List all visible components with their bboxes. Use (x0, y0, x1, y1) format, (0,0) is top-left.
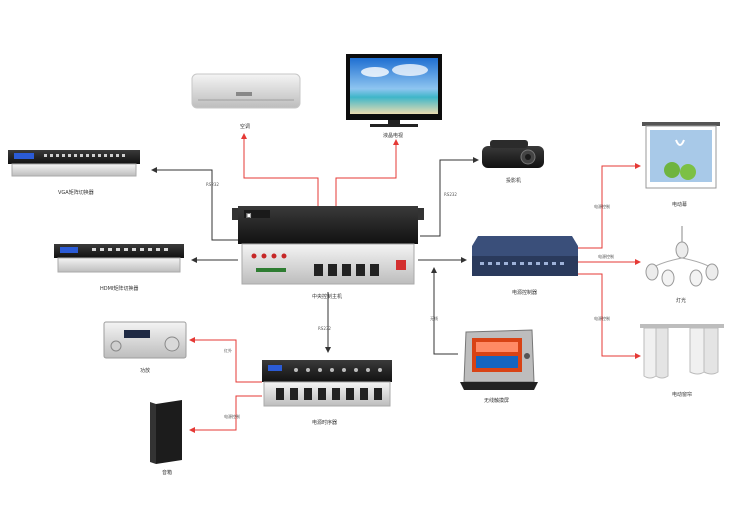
central-controller-device: ▣ 中央控制主机 (232, 206, 424, 300)
link-ac (241, 133, 319, 206)
touch-panel-device: 无线触摸屏 (460, 329, 538, 404)
touch-panel-label: 无线触摸屏 (484, 397, 509, 404)
link-screen (578, 163, 641, 249)
tv-label: 液晶电视 (383, 132, 403, 139)
amplifier-label: 功放 (140, 367, 150, 374)
screen-device: 电动幕 (642, 122, 720, 208)
label-relay-a: 电源控制 (224, 413, 240, 419)
matrix-hdmi-device: HDMI矩阵切换器 (54, 244, 184, 292)
matrix-top-label: VGA矩阵切换器 (58, 189, 94, 196)
curtain-device: 电动窗帘 (640, 324, 724, 398)
link-curtain (578, 273, 641, 359)
label-rs232-a: RS232 (206, 182, 219, 187)
power-controller-device: 电源控制器 (472, 236, 578, 296)
label-rs232-c: RS232 (318, 326, 331, 331)
link-labels: RS232 RS232 RS232 无线 红外 电源控制 电源控制 电源控制 电… (206, 182, 614, 419)
power-sequencer-label: 电源时序器 (312, 419, 337, 426)
tv-device: 液晶电视 (346, 54, 442, 139)
label-relay-b: 电源控制 (594, 203, 610, 209)
svg-text:▣: ▣ (246, 212, 252, 219)
power-sequencer-device: 电源时序器 (262, 360, 392, 426)
matrix-hdmi-label: HDMI矩阵切换器 (100, 285, 138, 292)
speaker-device: 音箱 (150, 400, 182, 476)
link-matrix-top (151, 167, 238, 241)
link-projector (420, 157, 479, 237)
light-label: 灯光 (676, 297, 686, 304)
air-conditioner-label: 空调 (240, 123, 250, 130)
label-wireless: 无线 (430, 315, 438, 321)
curtain-label: 电动窗帘 (672, 391, 692, 398)
link-touch-panel (431, 267, 458, 355)
screen-label: 电动幕 (672, 201, 687, 208)
speaker-label: 音箱 (162, 469, 172, 476)
power-controller-label: 电源控制器 (512, 289, 537, 296)
amplifier-device: 功放 (103, 321, 187, 374)
projector-label: 投影机 (506, 177, 521, 184)
label-relay-c: 电源控制 (598, 253, 614, 259)
connection-lines (151, 133, 641, 433)
label-relay-d: 电源控制 (594, 315, 610, 321)
projector-device: 投影机 (482, 140, 544, 184)
air-conditioner-device: 空调 (191, 73, 301, 130)
matrix-top-device: VGA矩阵切换器 (8, 150, 140, 196)
link-tv (335, 139, 399, 206)
central-controller-label: 中央控制主机 (312, 293, 342, 300)
light-device: 灯光 (645, 226, 719, 304)
label-ir-a: 红外 (224, 347, 232, 353)
link-amplifier (189, 337, 262, 383)
label-rs232-b: RS232 (444, 192, 457, 197)
link-speaker (189, 395, 262, 433)
